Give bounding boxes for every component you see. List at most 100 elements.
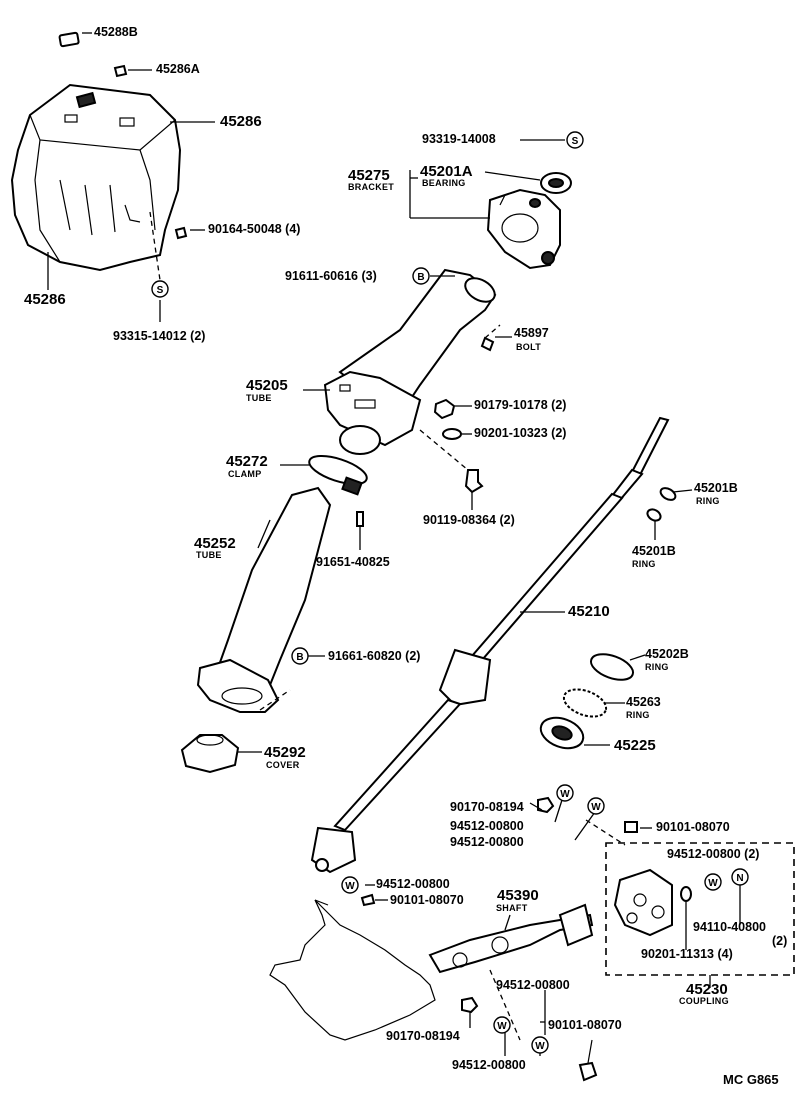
- label-90101-c: 90101-08070: [548, 1018, 622, 1032]
- clip-45286a-part: [113, 64, 128, 78]
- svg-text:S: S: [157, 285, 164, 296]
- svg-text:W: W: [345, 881, 355, 892]
- cap-45288b-part: [58, 31, 80, 48]
- column-cover-part: [10, 83, 182, 272]
- screw-90101-b-part: [360, 893, 376, 907]
- symbol-s-1: S: [151, 280, 169, 298]
- diagram-code: MC G865: [723, 1072, 779, 1087]
- label-45272: 45272: [226, 453, 268, 470]
- label-ring-1: RING: [696, 496, 720, 506]
- label-45252: 45252: [194, 535, 236, 552]
- svg-text:W: W: [560, 789, 570, 800]
- svg-text:W: W: [497, 1021, 507, 1032]
- leader-lines: [47, 32, 741, 1056]
- symbol-w-6: W: [531, 1036, 549, 1054]
- svg-text:W: W: [535, 1041, 545, 1052]
- ring-45263-part: [562, 688, 608, 718]
- nut-90179-part: [433, 398, 456, 420]
- label-90201-b: 90201-11313 (4): [641, 947, 733, 961]
- label-94512-f: 94512-00800: [452, 1058, 526, 1072]
- label-45897: 45897: [514, 326, 549, 340]
- label-91651: 91651-40825: [316, 555, 390, 569]
- steering-gear-housing: [269, 899, 436, 1041]
- label-ring-2: RING: [632, 559, 656, 569]
- tube-45205-part: [323, 268, 497, 455]
- label-ring-3: RING: [645, 662, 669, 672]
- label-tube-2: TUBE: [196, 550, 222, 560]
- symbol-w-5: W: [493, 1016, 511, 1034]
- label-shaft: SHAFT: [496, 903, 528, 913]
- symbol-w-1: W: [556, 784, 574, 802]
- coupling-45230-part: [613, 868, 692, 937]
- label-94512-e: 94512-00800: [496, 978, 570, 992]
- cover-45292-part: [180, 734, 240, 774]
- label-coupling: COUPLING: [679, 996, 729, 1006]
- svg-text:B: B: [296, 652, 303, 663]
- symbol-w-4: W: [341, 876, 359, 894]
- label-45225: 45225: [614, 737, 656, 754]
- label-90101-a: 90101-08070: [656, 820, 730, 834]
- label-45201b-2: 45201B: [632, 544, 676, 558]
- bolt-90101-c-part: [578, 1061, 598, 1082]
- label-45292: 45292: [264, 744, 306, 761]
- label-45230: 45230: [686, 981, 728, 998]
- label-93315: 93315-14012 (2): [113, 329, 206, 343]
- clamp-45272-part: [308, 455, 368, 496]
- symbol-b-1: B: [412, 267, 430, 285]
- label-tube-1: TUBE: [246, 393, 272, 403]
- label-90201-a: 90201-10323 (2): [474, 426, 567, 440]
- label-94512-a: 94512-00800: [450, 819, 524, 833]
- label-90119: 90119-08364 (2): [423, 513, 515, 527]
- label-ring-4: RING: [626, 710, 650, 720]
- nut-90170-a-part: [537, 796, 555, 814]
- svg-text:S: S: [572, 136, 579, 147]
- label-45288b: 45288B: [94, 25, 138, 39]
- label-91661: 91661-60820 (2): [328, 649, 421, 663]
- bolt-90101-a-part: [624, 821, 638, 833]
- washer-90201-part: [442, 428, 462, 440]
- screw-91651-part: [356, 511, 364, 527]
- label-94512-b: 94512-00800: [450, 835, 524, 849]
- label-45286-top: 45286: [220, 113, 262, 130]
- label-45201b-1: 45201B: [694, 481, 738, 495]
- tube-45252-part: [196, 486, 332, 713]
- label-93319: 93319-14008: [422, 132, 496, 146]
- ring-45201b-b-part: [646, 508, 662, 522]
- label-94110-qty: (2): [772, 934, 788, 948]
- label-45210: 45210: [568, 603, 610, 620]
- screw-90119-part: [464, 469, 484, 494]
- symbol-s-2: S: [566, 131, 584, 149]
- symbol-n-1: N: [731, 868, 749, 886]
- label-bracket: BRACKET: [348, 182, 395, 192]
- coupling-group-box: [605, 842, 795, 976]
- ring-45202b-part: [589, 653, 635, 681]
- label-45263: 45263: [626, 695, 661, 709]
- label-45202b: 45202B: [645, 647, 689, 661]
- label-cover: COVER: [266, 760, 300, 770]
- label-45286-left: 45286: [24, 291, 66, 308]
- shaft-45390-part: [428, 903, 594, 974]
- label-45201a: 45201A: [420, 163, 473, 180]
- ring-45201b-a-part: [659, 487, 677, 501]
- main-shaft-45210-part: [310, 416, 670, 874]
- bearing-45225-part: [539, 716, 585, 750]
- symbol-w-2: W: [587, 797, 605, 815]
- label-90170-a: 90170-08194: [450, 800, 524, 814]
- label-45275: 45275: [348, 167, 390, 184]
- label-45390: 45390: [497, 887, 539, 904]
- svg-text:W: W: [708, 878, 718, 889]
- label-bearing: BEARING: [422, 178, 466, 188]
- screw-90164-part: [174, 226, 188, 240]
- svg-text:B: B: [417, 272, 424, 283]
- symbol-b-2: B: [291, 647, 309, 665]
- label-91611: 91611-60616 (3): [285, 269, 377, 283]
- label-90101-b: 90101-08070: [390, 893, 464, 907]
- label-45286a: 45286A: [156, 62, 200, 76]
- bracket-part: [486, 188, 561, 270]
- label-94512-d: 94512-00800: [376, 877, 450, 891]
- bearing-45201a-part: [540, 172, 572, 194]
- nut-90170-b-part: [461, 996, 479, 1014]
- label-94110: 94110-40800: [693, 920, 766, 934]
- svg-text:W: W: [591, 802, 601, 813]
